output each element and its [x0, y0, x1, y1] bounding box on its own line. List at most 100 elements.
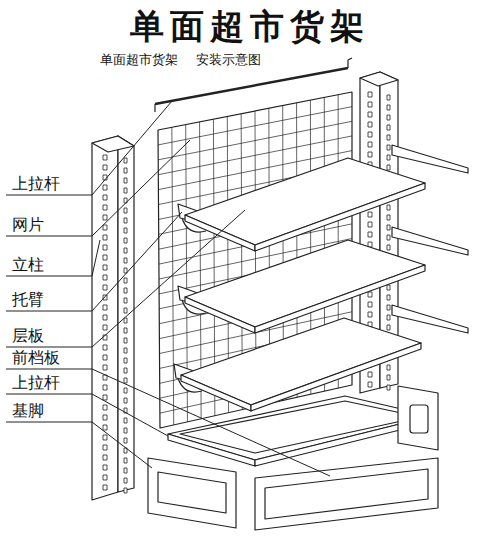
- post-hole: [103, 385, 107, 390]
- post-hole: [387, 155, 390, 160]
- post-hole: [124, 188, 127, 193]
- post-hole: [103, 325, 107, 330]
- post-hole: [368, 232, 372, 237]
- post-hole: [124, 378, 127, 383]
- post-hole: [368, 102, 372, 107]
- post-hole: [387, 125, 390, 130]
- title: 单面超市货架: [130, 6, 370, 47]
- base: [148, 386, 438, 530]
- leader-line: [6, 140, 190, 236]
- post-hole: [387, 385, 390, 390]
- post-hole: [124, 418, 127, 423]
- post-hole: [387, 225, 390, 230]
- post-hole: [124, 348, 127, 353]
- subtitle: 安装示意图: [196, 52, 261, 68]
- post-hole: [124, 298, 127, 303]
- post-hole: [387, 315, 390, 320]
- post-hole: [387, 305, 390, 310]
- post-hole: [124, 228, 127, 233]
- post-hole: [387, 285, 390, 290]
- post-hole: [387, 115, 390, 120]
- part-label: 基脚: [12, 401, 44, 420]
- post-hole: [124, 468, 127, 473]
- post-hole: [124, 398, 127, 403]
- mesh-wire: [158, 107, 352, 145]
- part-label: 上拉杆: [12, 373, 60, 392]
- post-hole: [387, 325, 390, 330]
- leader-lines: [6, 101, 330, 476]
- post-hole: [124, 458, 127, 463]
- post-hole: [103, 425, 107, 430]
- post-hole: [387, 145, 390, 150]
- post-hole: [368, 142, 372, 147]
- post-hole: [103, 445, 107, 450]
- post-hole: [124, 178, 127, 183]
- post-hole: [124, 278, 127, 283]
- post-hole: [103, 245, 107, 250]
- subtitle: 单面超市货架: [100, 52, 178, 68]
- post-hole: [103, 265, 107, 270]
- post-hole: [103, 415, 107, 420]
- post-hole: [103, 205, 107, 210]
- post-hole: [103, 395, 107, 400]
- post-hole: [368, 312, 372, 317]
- mesh-wire: [158, 121, 352, 160]
- post-hole: [368, 302, 372, 307]
- post-hole: [387, 365, 390, 370]
- post-hole: [103, 465, 107, 470]
- shelves: [174, 145, 468, 411]
- post-hole: [387, 215, 390, 220]
- post-hole: [124, 158, 127, 163]
- post-hole: [103, 215, 107, 220]
- post-hole: [387, 135, 390, 140]
- leader-line: [6, 210, 245, 347]
- post-hole: [103, 225, 107, 230]
- post-hole: [103, 275, 107, 280]
- leader-line: [6, 240, 100, 276]
- post-hole: [387, 165, 390, 170]
- post-hole: [124, 168, 127, 173]
- post-hole: [387, 95, 390, 100]
- post-hole: [103, 365, 107, 370]
- post-hole: [103, 235, 107, 240]
- leader-line: [6, 394, 168, 436]
- part-label: 立柱: [12, 255, 44, 274]
- post-hole: [103, 195, 107, 200]
- post-hole: [103, 165, 107, 170]
- post-hole: [124, 208, 127, 213]
- post-hole: [124, 288, 127, 293]
- post-hole: [368, 372, 372, 377]
- post-hole: [368, 112, 372, 117]
- part-label: 托臂: [12, 290, 44, 309]
- part-label: 上拉杆: [12, 174, 60, 193]
- post-hole: [103, 405, 107, 410]
- post-hole: [124, 268, 127, 273]
- post-hole: [124, 368, 127, 373]
- part-label: 层板: [12, 326, 44, 345]
- post-hole: [368, 212, 372, 217]
- post-hole: [368, 132, 372, 137]
- post-hole: [124, 478, 127, 483]
- post-hole: [368, 382, 372, 387]
- post-hole: [124, 308, 127, 313]
- post-hole: [368, 122, 372, 127]
- post-hole: [103, 315, 107, 320]
- post-hole: [368, 152, 372, 157]
- post-hole: [103, 475, 107, 480]
- post-hole: [124, 218, 127, 223]
- part-label: 网片: [12, 215, 44, 234]
- post-hole: [103, 485, 107, 490]
- post-hole: [124, 238, 127, 243]
- post-hole: [124, 338, 127, 343]
- post-hole: [124, 248, 127, 253]
- post-hole: [124, 388, 127, 393]
- post-hole: [387, 105, 390, 110]
- part-label: 前档板: [12, 348, 60, 367]
- post-hole: [387, 375, 390, 380]
- leader-line: [6, 101, 172, 195]
- post-hole: [124, 258, 127, 263]
- post-hole: [103, 435, 107, 440]
- post-hole: [103, 185, 107, 190]
